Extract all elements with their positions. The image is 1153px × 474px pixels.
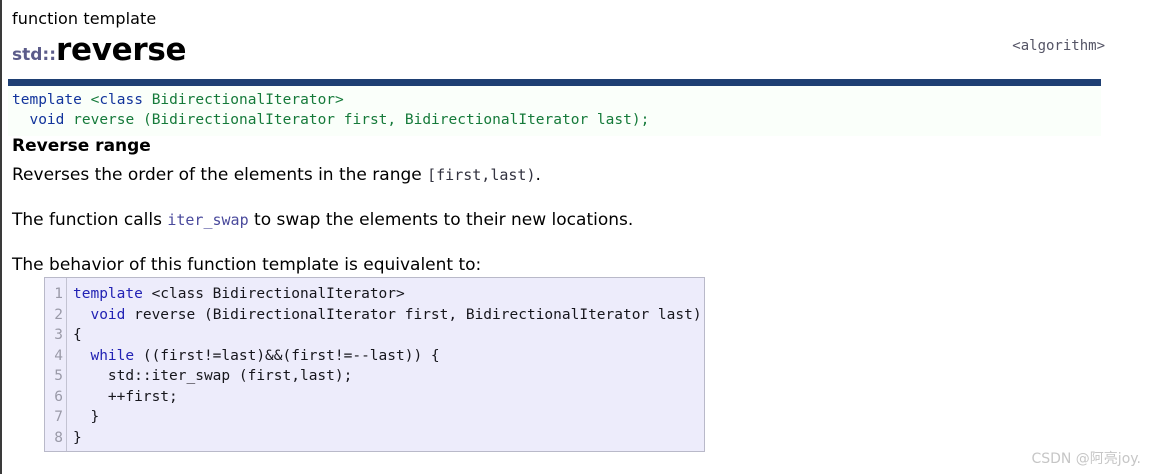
prototype-close-angle: > [335, 92, 344, 108]
csdn-watermark: CSDN @阿亮joy. [1031, 451, 1141, 467]
line-number: 7 [54, 409, 63, 425]
prototype-fn-name: reverse [73, 112, 135, 128]
prototype-code: template <class BidirectionalIterator> v… [12, 90, 1101, 130]
line-number: 2 [54, 306, 63, 323]
prototype-params: (BidirectionalIterator first, Bidirectio… [142, 112, 650, 128]
code-keyword: while [73, 347, 135, 364]
calls-text-before: The function calls [12, 210, 168, 230]
line-number: 8 [54, 429, 63, 446]
header-include-name: <algorithm> [1012, 38, 1105, 54]
prototype-kw-void: void [29, 112, 65, 128]
function-prototype-block: template <class BidirectionalIterator> v… [8, 79, 1101, 136]
prototype-type-name: BidirectionalIterator [151, 92, 336, 108]
line-number: 1 [54, 286, 63, 302]
page-title: std:: reverse [12, 32, 187, 68]
page-left-rule [0, 0, 2, 474]
code-text: } [73, 409, 100, 425]
section-heading: Reverse range [12, 136, 151, 156]
code-text: <class BidirectionalIterator> [142, 286, 405, 302]
description-paragraph: Reverses the order of the elements in th… [12, 164, 541, 186]
code-text: { [73, 327, 82, 343]
calls-paragraph: The function calls iter_swap to swap the… [12, 209, 633, 231]
prototype-indent [12, 112, 29, 128]
code-text: std::iter_swap (first,last); [73, 368, 353, 384]
code-text: ++first; [73, 388, 178, 405]
line-number: 3 [54, 327, 63, 343]
prototype-kw-class: class [99, 92, 143, 108]
prototype-kw-template: template [12, 92, 82, 108]
equivalent-code-block: 1 2 3 4 5 6 7 8 template <class Bidirect… [44, 277, 705, 452]
title-function-name: reverse [56, 32, 187, 68]
title-namespace: std:: [12, 45, 57, 65]
line-number: 6 [54, 388, 63, 405]
calls-text-after: to swap the elements to their new locati… [248, 210, 634, 230]
code-line-number-gutter: 1 2 3 4 5 6 7 8 [45, 278, 67, 451]
code-text: reverse (BidirectionalIterator first, Bi… [125, 306, 702, 323]
prototype-space-1 [82, 92, 91, 108]
code-source-text[interactable]: template <class BidirectionalIterator> v… [67, 278, 704, 451]
code-keyword: template [73, 286, 143, 302]
line-number: 5 [54, 368, 63, 384]
code-keyword: void [73, 306, 126, 323]
prototype-space-3 [64, 112, 73, 128]
code-text: ((first!=last)&&(first!=--last)) { [134, 347, 440, 364]
page-kicker: function template [12, 9, 157, 28]
description-text-before: Reverses the order of the elements in th… [12, 165, 428, 185]
iter-swap-link[interactable]: iter_swap [167, 211, 249, 229]
code-text: } [73, 429, 82, 446]
prototype-space-4 [134, 112, 143, 128]
prototype-space-2 [143, 92, 152, 108]
description-text-after: . [535, 165, 541, 185]
line-number: 4 [54, 347, 63, 364]
prototype-open-angle: < [90, 92, 100, 108]
range-notation: [first,last) [427, 166, 536, 184]
behavior-paragraph: The behavior of this function template i… [12, 255, 482, 275]
